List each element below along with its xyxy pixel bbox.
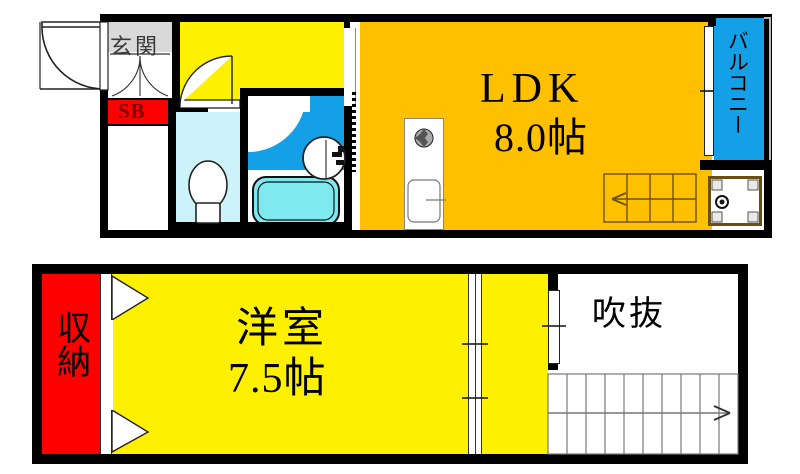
upper-floor-group: LDK 8.0帖 玄関 SB バルコニー: [39, 14, 772, 238]
sliding-door-center-line: [475, 274, 476, 454]
balcony-divider-wall: [708, 14, 716, 26]
ldk-left-dotted-line: [352, 92, 356, 172]
room-balcony: [714, 18, 764, 160]
wall-u-v-bath-right: [344, 88, 352, 230]
lower-floor-details: [111, 274, 739, 455]
sliding-door-ldk: [344, 28, 356, 106]
label-ldk-size: 8.0帖: [494, 115, 588, 160]
label-entrance: 玄関: [110, 34, 161, 59]
label-storage: 収納: [51, 310, 89, 378]
balcony-bottom-wall: [700, 160, 772, 170]
label-void: 吹抜: [592, 296, 666, 333]
wall-u-v-toilet-right: [240, 88, 248, 230]
lower-floor-group: 洋室 7.5帖 収納 吹抜: [0, 240, 800, 474]
wall-u-v-toilet-left: [168, 108, 176, 230]
wall-u-h-bath-top: [240, 88, 352, 96]
label-room-size: 7.5帖: [228, 356, 327, 402]
label-room-name: 洋室: [236, 306, 329, 352]
room-void: [568, 274, 738, 370]
room-shoe-box: [104, 100, 172, 124]
label-shoe-box: SB: [118, 99, 146, 123]
label-balcony: バルコニー: [725, 30, 750, 135]
wall-u-h-toilet-bottom: [168, 222, 352, 238]
upper-floor-details: [39, 17, 771, 224]
room-storage: [42, 274, 100, 454]
void-door-slot: [548, 290, 560, 364]
label-ldk-name: LDK: [480, 66, 585, 112]
wall-u-v-hall-left: [172, 22, 180, 108]
wall-l-v-void-right: [738, 274, 748, 370]
